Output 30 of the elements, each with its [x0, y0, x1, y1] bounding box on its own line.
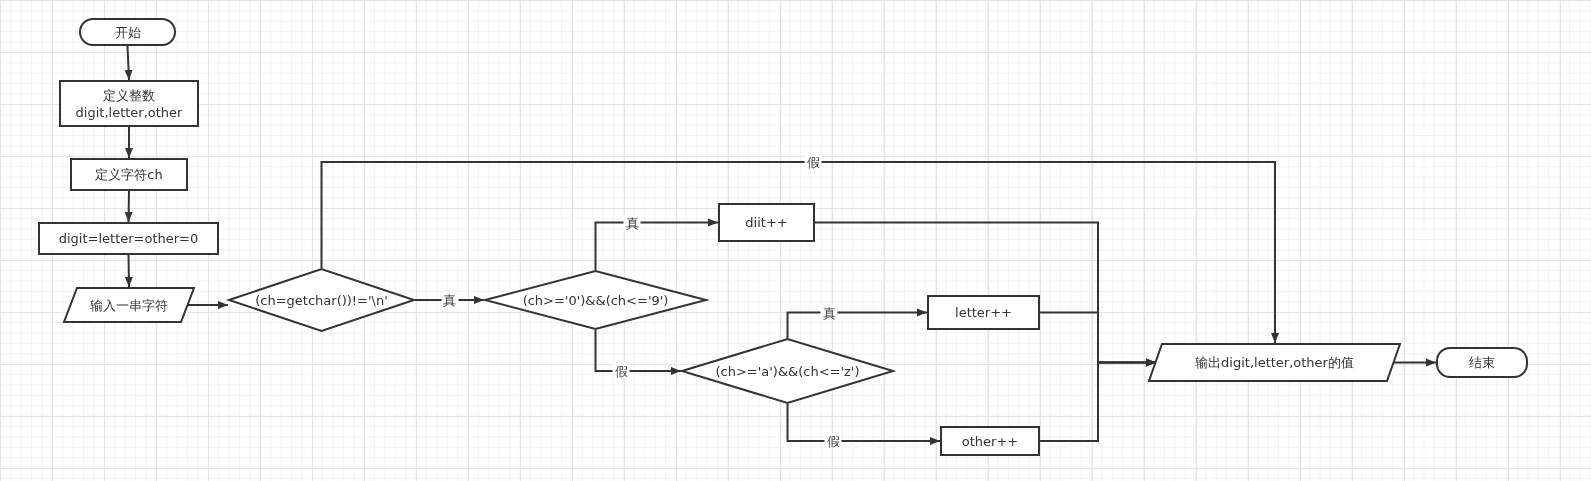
arrow: [594, 218, 719, 271]
process-box: 定义字符ch: [70, 158, 188, 191]
arrow: [124, 190, 133, 223]
edge-label: 真: [623, 215, 641, 230]
edge-label: 假: [612, 363, 630, 379]
arrow: [124, 45, 133, 81]
process-box: diit++: [718, 203, 815, 242]
end-terminal: 结束: [1436, 347, 1528, 378]
edge-label: 假: [824, 433, 842, 449]
arrow: [786, 308, 928, 339]
arrow: [1392, 358, 1437, 367]
decision-diamond: (ch>='a')&&(ch<='z'): [681, 338, 894, 404]
start-terminal: 开始: [79, 18, 176, 46]
arrow: [125, 126, 133, 159]
arrow: [320, 161, 1279, 344]
process-box: letter++: [927, 295, 1040, 330]
edge-label: 真: [441, 292, 458, 308]
arrow: [124, 254, 133, 288]
decision-diamond: (ch>='0')&&(ch<='9'): [484, 270, 707, 330]
decision-diamond: (ch=getchar())!='\n': [228, 268, 415, 332]
edge-label: 真: [820, 305, 838, 320]
process-box: other++: [940, 426, 1040, 456]
input-parallelogram: 输入一串字符: [63, 287, 195, 323]
edge-label: 假: [804, 154, 822, 170]
arrow: [786, 403, 941, 445]
process-box: 定义整数 digit,letter,other: [59, 80, 199, 127]
arrow: [1039, 358, 1157, 442]
process-box: digit=letter=other=0: [38, 222, 219, 255]
arrow: [594, 329, 682, 375]
output-parallelogram: 输出digit,letter,other的值: [1148, 343, 1401, 382]
